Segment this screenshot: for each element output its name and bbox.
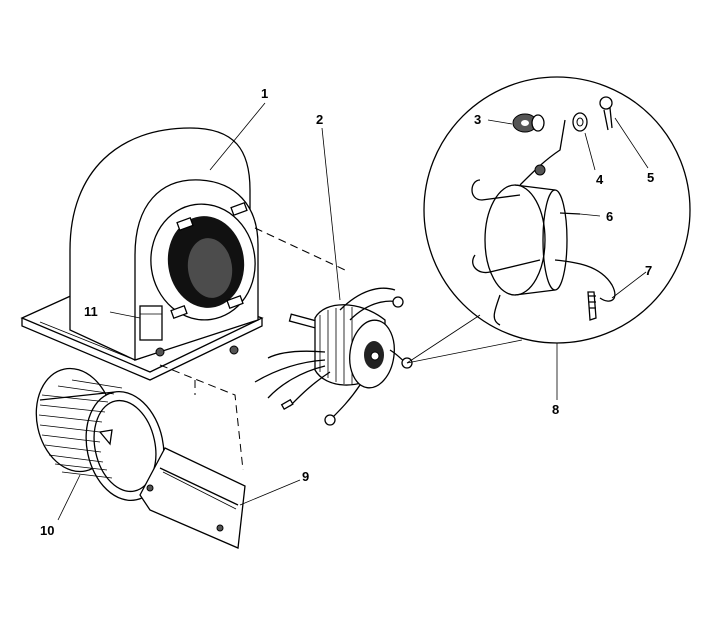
callout-9: 9 (302, 469, 309, 484)
callout-4: 4 (596, 172, 604, 187)
callout-10: 10 (40, 523, 54, 538)
blower-wheel (35, 367, 181, 502)
callout-8: 8 (552, 402, 559, 417)
blower-housing (20, 127, 264, 381)
leader-lines (57, 102, 649, 521)
callout-11: 11 (84, 304, 98, 319)
callout-6: 6 (606, 209, 613, 224)
callout-1: 1 (261, 86, 268, 101)
callout-2: 2 (316, 112, 323, 127)
assembly-lines (159, 227, 346, 471)
callout-3: 3 (474, 112, 481, 127)
detail-magnifier (406, 76, 691, 364)
callout-7: 7 (645, 263, 652, 278)
callout-labels: 1 2 3 4 5 6 7 8 9 10 11 (40, 86, 654, 538)
blower-motor (254, 287, 413, 426)
cutoff-plate (139, 447, 246, 549)
callout-5: 5 (647, 170, 654, 185)
